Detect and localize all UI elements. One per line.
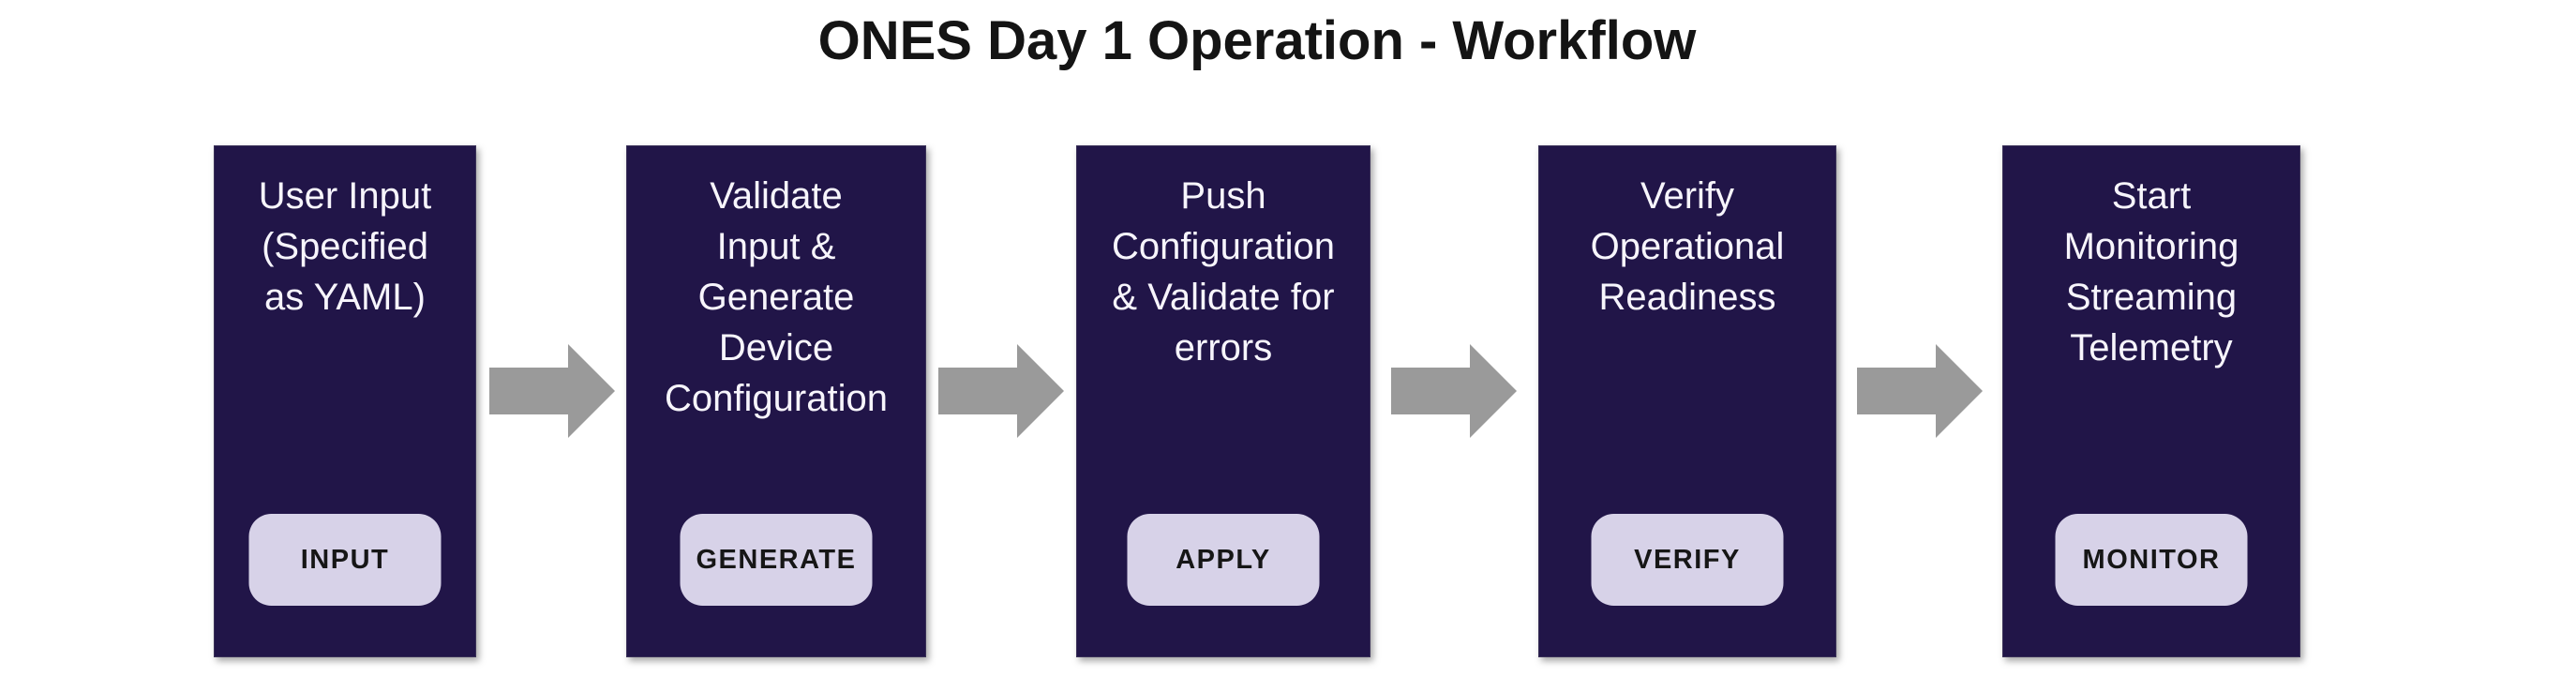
step-label: Start Monitoring Streaming Telemetry [2063, 175, 2239, 369]
input-button[interactable]: INPUT [248, 514, 442, 606]
step-label: User Input (Specified as YAML) [258, 175, 432, 318]
generate-button[interactable]: GENERATE [680, 514, 873, 606]
flow-arrow-icon [938, 344, 1064, 438]
step-label: Push Configuration & Validate for errors [1112, 175, 1335, 369]
monitor-button[interactable]: MONITOR [2055, 514, 2248, 606]
workflow-step-generate: Validate Input & Generate Device Configu… [626, 145, 926, 657]
step-label: Verify Operational Readiness [1590, 175, 1785, 318]
page-title: ONES Day 1 Operation - Workflow [817, 10, 1697, 71]
apply-button[interactable]: APPLY [1127, 514, 1320, 606]
step-label: Validate Input & Generate Device Configu… [665, 175, 888, 419]
workflow-step-verify: Verify Operational Readiness VERIFY [1538, 145, 1836, 657]
flow-arrow-icon [1857, 344, 1983, 438]
workflow-step-apply: Push Configuration & Validate for errors… [1076, 145, 1370, 657]
flow-arrow-icon [1391, 344, 1517, 438]
workflow-step-input: User Input (Specified as YAML) INPUT [214, 145, 476, 657]
flow-arrow-icon [489, 344, 615, 438]
workflow-step-monitor: Start Monitoring Streaming Telemetry MON… [2002, 145, 2300, 657]
verify-button[interactable]: VERIFY [1591, 514, 1784, 606]
